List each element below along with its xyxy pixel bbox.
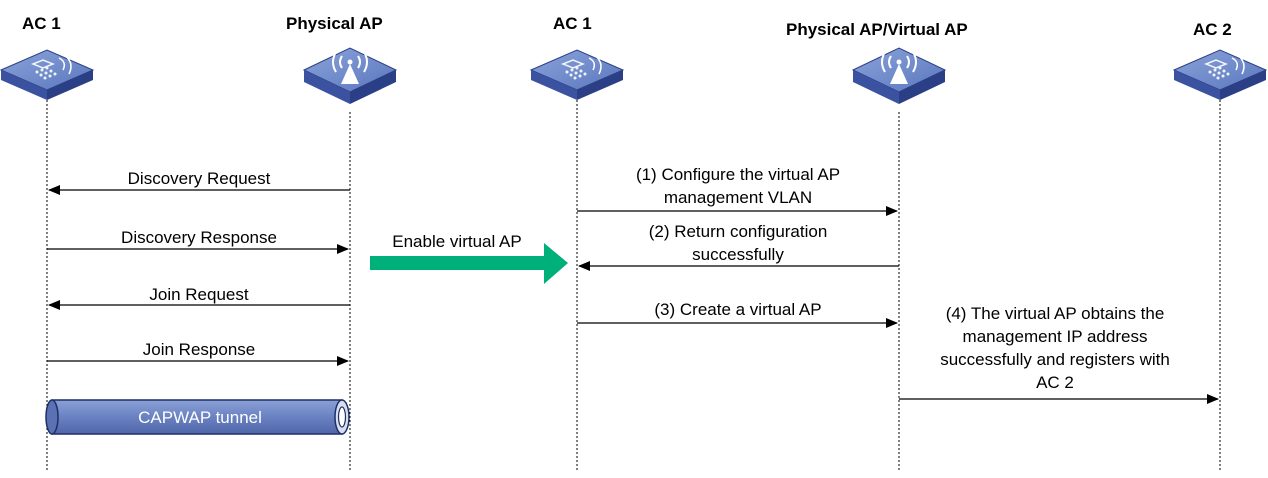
step4-label: (4) The virtual AP obtains the managemen… <box>900 302 1210 394</box>
entity-title-physical-ap: Physical AP <box>286 14 383 33</box>
join-request-label: Join Request <box>149 285 249 304</box>
step1-line1: (1) Configure the virtual AP <box>635 165 841 184</box>
join-response-label: Join Response <box>142 340 256 359</box>
step2-label: (2) Return configuration successfully <box>590 220 886 266</box>
step2-line2: successfully <box>692 245 784 264</box>
step1-label: (1) Configure the virtual AP management … <box>590 163 886 209</box>
capwap-tunnel-label: CAPWAP tunnel <box>138 408 262 427</box>
entity-title-physical-virtual-ap: Physical AP/Virtual AP <box>786 20 968 39</box>
step3-label: (3) Create a virtual AP <box>590 298 886 321</box>
enable-virtual-ap-arrow <box>370 243 568 284</box>
step4-line2: management IP address <box>962 327 1148 346</box>
step4-line4: AC 2 <box>1036 373 1074 392</box>
step1-line2: management VLAN <box>663 188 813 207</box>
step4-line1: (4) The virtual AP obtains the <box>945 304 1165 323</box>
step3-line1: (3) Create a virtual AP <box>654 300 822 319</box>
capwap-tunnel <box>45 399 350 435</box>
discovery-request-label: Discovery Request <box>127 169 271 188</box>
access-controller-icon <box>529 49 625 100</box>
enable-virtual-ap-label: Enable virtual AP <box>392 232 522 251</box>
access-controller-icon <box>0 49 95 100</box>
access-point-icon <box>302 47 398 104</box>
access-controller-icon <box>1172 49 1268 100</box>
entity-title-ac1-left: AC 1 <box>22 14 61 33</box>
step4-line3: successfully and registers with <box>940 350 1170 369</box>
entity-title-ac2: AC 2 <box>1193 20 1232 39</box>
entity-title-ac1-right: AC 1 <box>553 14 592 33</box>
discovery-response-label: Discovery Response <box>121 228 277 247</box>
access-point-icon <box>851 47 947 104</box>
step2-line1: (2) Return configuration <box>648 222 828 241</box>
